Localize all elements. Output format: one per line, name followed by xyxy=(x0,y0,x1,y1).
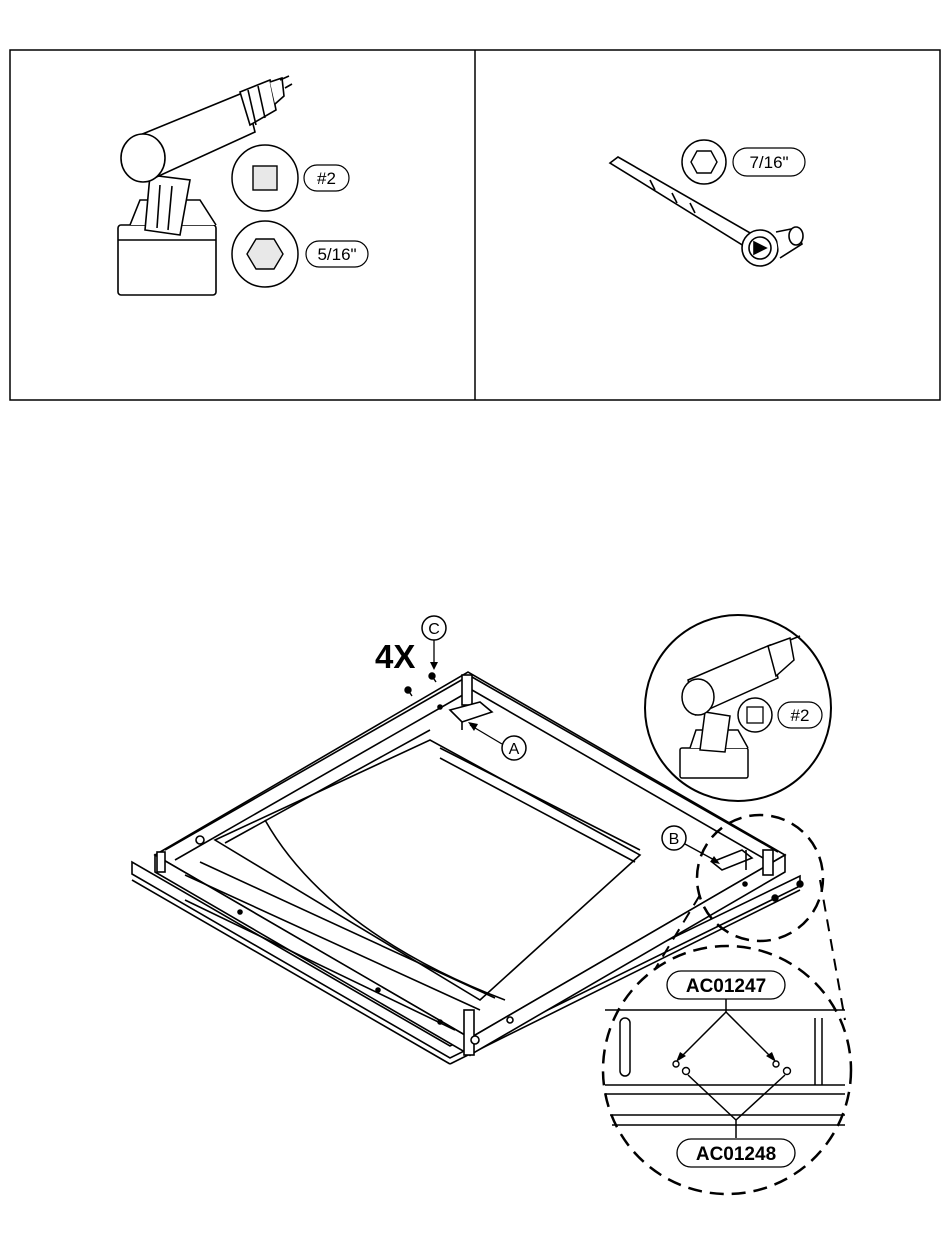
ratchet-socket-label: 7/16" xyxy=(749,153,788,172)
part-number-ac01248: AC01248 xyxy=(696,1144,776,1165)
square-bit-icon xyxy=(232,145,298,211)
drill-bit-label: #2 xyxy=(317,169,336,188)
callout-c: C xyxy=(422,616,446,670)
ratchet-hex-socket-icon xyxy=(682,140,726,184)
drill-inset: #2 xyxy=(645,615,831,801)
quantity-label: 4X xyxy=(375,638,415,675)
inset-bit-label: #2 xyxy=(791,706,810,725)
drill-bit-size-tag: #2 xyxy=(304,165,349,191)
part-label-top: AC01247 xyxy=(667,971,785,999)
part-label-bottom: AC01248 xyxy=(677,1139,795,1167)
hex-socket-icon xyxy=(232,221,298,287)
drill-socket-label: 5/16" xyxy=(317,245,356,264)
svg-text:A: A xyxy=(509,741,520,758)
drill-socket-size-tag: 5/16" xyxy=(306,241,368,267)
ratchet-socket-size-tag: 7/16" xyxy=(733,148,805,176)
svg-text:B: B xyxy=(669,831,680,848)
part-number-ac01247: AC01247 xyxy=(686,976,766,997)
svg-text:C: C xyxy=(428,621,440,638)
